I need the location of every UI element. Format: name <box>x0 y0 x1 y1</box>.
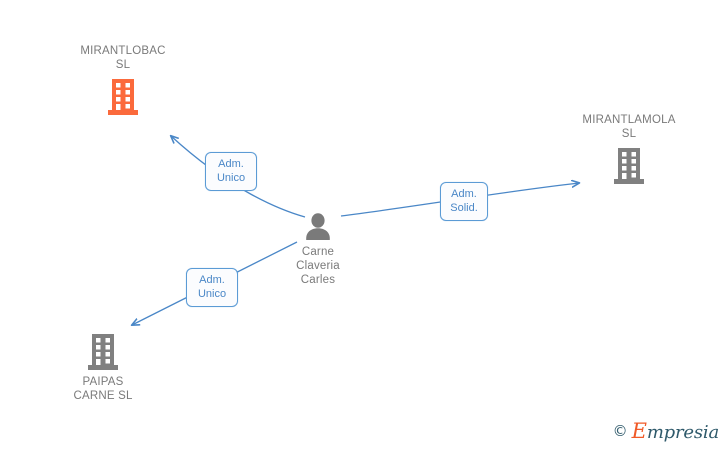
copyright-icon: © <box>612 422 628 440</box>
graph-node-mirantlobac[interactable]: MIRANTLOBAC SL <box>48 44 198 117</box>
building-icon <box>612 146 646 186</box>
brand-wordmark: Empresia <box>631 419 720 443</box>
graph-node-paipas[interactable]: PAIPAS CARNE SL <box>28 332 178 403</box>
building-icon <box>106 77 140 117</box>
brand-initial: E <box>631 419 647 443</box>
edge-label-adm-solid-mirantlamola[interactable]: Adm. Solid. <box>440 182 488 221</box>
empresia-watermark: © Empresia <box>612 419 720 443</box>
node-label-person: Carne Claveria Carles <box>296 246 340 286</box>
node-label-mirantlamola: MIRANTLAMOLA SL <box>582 114 676 140</box>
graph-node-person[interactable]: Carne Claveria Carles <box>243 212 393 287</box>
person-icon <box>303 212 333 242</box>
node-label-mirantlobac: MIRANTLOBAC SL <box>80 45 166 71</box>
edge-label-adm-unico-mirantlobac[interactable]: Adm. Unico <box>205 152 257 191</box>
building-icon <box>86 332 120 372</box>
graph-node-mirantlamola[interactable]: MIRANTLAMOLA SL <box>554 113 704 186</box>
node-label-paipas: PAIPAS CARNE SL <box>73 376 133 402</box>
edge-label-adm-unico-paipas[interactable]: Adm. Unico <box>186 268 238 307</box>
brand-rest: mpresia <box>646 422 719 443</box>
